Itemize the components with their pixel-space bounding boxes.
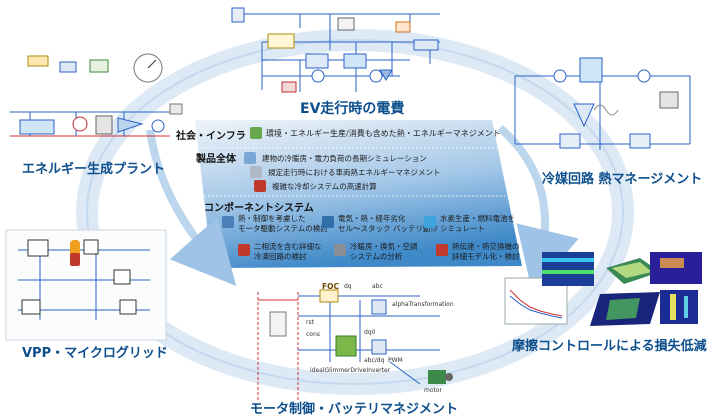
layer-component-title: コンポーネントシステム: [204, 203, 314, 214]
component-item-4-line1: 二相流を含む詳細な: [254, 242, 322, 251]
component-item-3-line1: 水素生産・燃料電池を: [440, 214, 515, 223]
component-item-1-line1: 熱・制御を考慮した: [238, 214, 306, 223]
component-item-2-line2: セル～スタック バッテリ動作: [338, 224, 438, 233]
battery-icon: [322, 216, 334, 228]
label-motor-battery: モータ制御・バッテリマネジメント: [250, 402, 459, 417]
flow-arrow-right: [497, 124, 579, 294]
component-item-6-line2: 詳細モデル化・検討: [452, 252, 520, 261]
thermal-diagram: [514, 57, 691, 150]
heat-exchanger-icon: [436, 244, 448, 256]
component-item-1-line2: モータ駆動システムの検討: [238, 224, 328, 233]
component-item-4-line2: 冷凍回路の検討: [254, 252, 307, 261]
abc-label: abc: [372, 283, 383, 290]
earth-icon: [250, 127, 262, 139]
component-item-6-line1: 熱伝達・熱交換機の: [452, 242, 520, 251]
hydrogen-icon: [424, 216, 436, 228]
ev-circuit-diagram: [231, 7, 440, 93]
component-item-2-line1: 電気・熱・経年劣化: [338, 214, 406, 223]
label-thermal-management: 冷媒回路 熱マネージメント: [542, 172, 703, 187]
foc-label: FOC: [322, 282, 340, 291]
cooling-icon: [254, 180, 266, 192]
rst-label: rst: [306, 319, 314, 326]
ideal-label: idealGlimmerDriveInverter: [310, 367, 391, 374]
refrigeration-icon: [238, 244, 250, 256]
layer-society-title: 社会・インフラ: [176, 131, 246, 142]
alpha-label: alphaTransformation: [392, 301, 454, 308]
label-vpp-microgrid: VPP・マイクログリッド: [22, 346, 168, 361]
building-icon: [244, 152, 256, 164]
layer-society-text: 環境・エネルギー生産/消費も含めた熱・エネルギーマネジメント: [266, 129, 501, 138]
motor-icon: [222, 216, 234, 228]
component-item-5-line1: 冷暖房・換気・空調: [350, 242, 418, 251]
motor-control-diagram: [257, 289, 440, 400]
product-item-3: 複雑な冷却システムの高速計算: [272, 182, 377, 191]
flow-arrow-left: [146, 129, 237, 286]
motor-block: [428, 370, 446, 384]
component-item-3-line2: シミュレート: [440, 224, 485, 233]
abcdq-label: abc/dq: [364, 357, 385, 364]
dq0-label: dq0: [364, 329, 376, 336]
layer-product-title: 製品全体: [196, 154, 236, 165]
product-item-1: 建物の冷暖房・電力負荷の長期シミュレーション: [262, 154, 427, 163]
label-friction-control: 摩擦コントロールによる損失低減: [512, 339, 707, 354]
label-energy-plant: エネルギー生成プラント: [22, 162, 166, 177]
product-item-2: 規定走行時における車両熱エネルギーマネジメント: [268, 168, 441, 177]
label-ev-efficiency: EV走行時の電費: [300, 101, 405, 117]
pwm-label: PWM: [388, 357, 403, 364]
plant-diagram: [10, 53, 183, 137]
dq-label: dq: [344, 283, 352, 290]
friction-plots: [504, 252, 702, 326]
cons-label: cons: [306, 331, 320, 338]
hvac-icon: [334, 244, 346, 256]
component-item-5-line2: システムの分析: [350, 252, 403, 261]
layer-band: [195, 120, 522, 268]
motor-text: motor: [424, 387, 443, 394]
vpp-diagram: [5, 229, 167, 341]
vehicle-icon: [250, 166, 262, 178]
